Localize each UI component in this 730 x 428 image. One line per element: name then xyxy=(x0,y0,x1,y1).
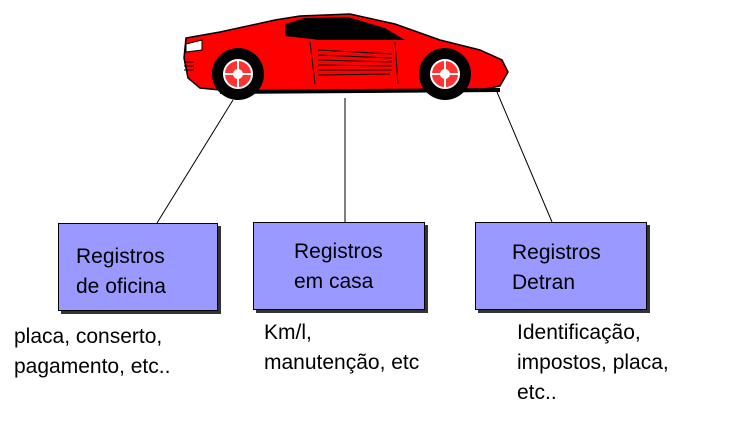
node-label-line: Registros xyxy=(294,240,383,263)
node-label-line: em casa xyxy=(294,270,374,293)
node-label-line: Detran xyxy=(512,271,576,294)
caption-line: impostos, placa, xyxy=(517,351,669,374)
connector-line-detran xyxy=(496,91,553,223)
caption-line: etc.. xyxy=(517,381,557,404)
node-caption-oficina: placa, conserto, pagamento, etc.. xyxy=(14,322,170,382)
node-box-oficina: Registros de oficina xyxy=(58,223,218,311)
node-caption-casa: Km/l, manutenção, etc xyxy=(264,318,419,378)
connector-line-oficina xyxy=(156,99,234,224)
node-label-line: Registros xyxy=(76,245,165,268)
caption-line: pagamento, etc.. xyxy=(14,355,171,378)
node-caption-detran: Identificação, impostos, placa, etc.. xyxy=(517,318,669,408)
caption-line: placa, conserto, xyxy=(14,325,163,348)
caption-line: Km/l, xyxy=(264,321,312,344)
sports-car-icon xyxy=(183,13,509,100)
node-box-detran: Registros Detran xyxy=(475,222,647,310)
caption-line: manutenção, etc xyxy=(264,351,420,374)
node-label-line: Registros xyxy=(512,241,601,264)
caption-line: Identificação, xyxy=(517,321,641,344)
node-box-casa: Registros em casa xyxy=(253,222,425,310)
node-label-line: de oficina xyxy=(76,275,166,298)
